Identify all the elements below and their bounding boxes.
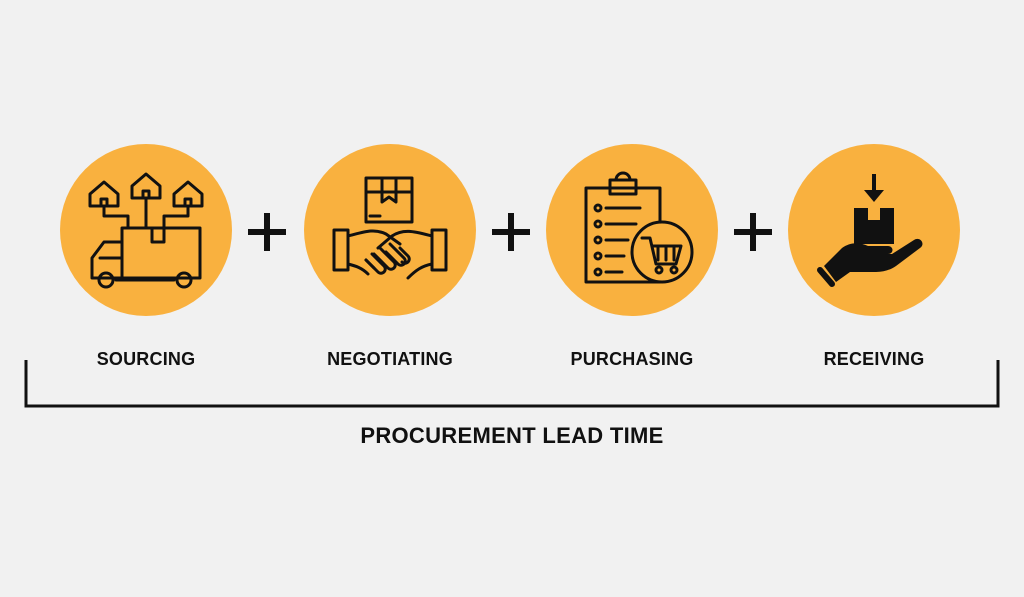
step-sourcing-circle: [60, 144, 232, 316]
lead-time-bracket: [24, 360, 1000, 408]
step-label-negotiating: NEGOTIATING: [327, 349, 453, 369]
step-receiving-circle: [788, 144, 960, 316]
hand-receiving-box-icon: [788, 144, 960, 316]
plus-icon-2: [492, 213, 530, 251]
plus-icon-3: [734, 213, 772, 251]
step-label-receiving: RECEIVING: [823, 349, 925, 369]
procurement-lead-time-caption: PROCUREMENT LEAD TIME: [360, 423, 664, 448]
plus-icon-1: [248, 213, 286, 251]
step-purchasing-circle: [546, 144, 718, 316]
clipboard-cart-icon: [546, 144, 718, 316]
step-label-sourcing: SOURCING: [96, 349, 196, 369]
delivery-truck-houses-icon: [60, 144, 232, 316]
step-negotiating-circle: [304, 144, 476, 316]
step-label-purchasing: PURCHASING: [570, 349, 694, 369]
handshake-box-icon: [304, 144, 476, 316]
